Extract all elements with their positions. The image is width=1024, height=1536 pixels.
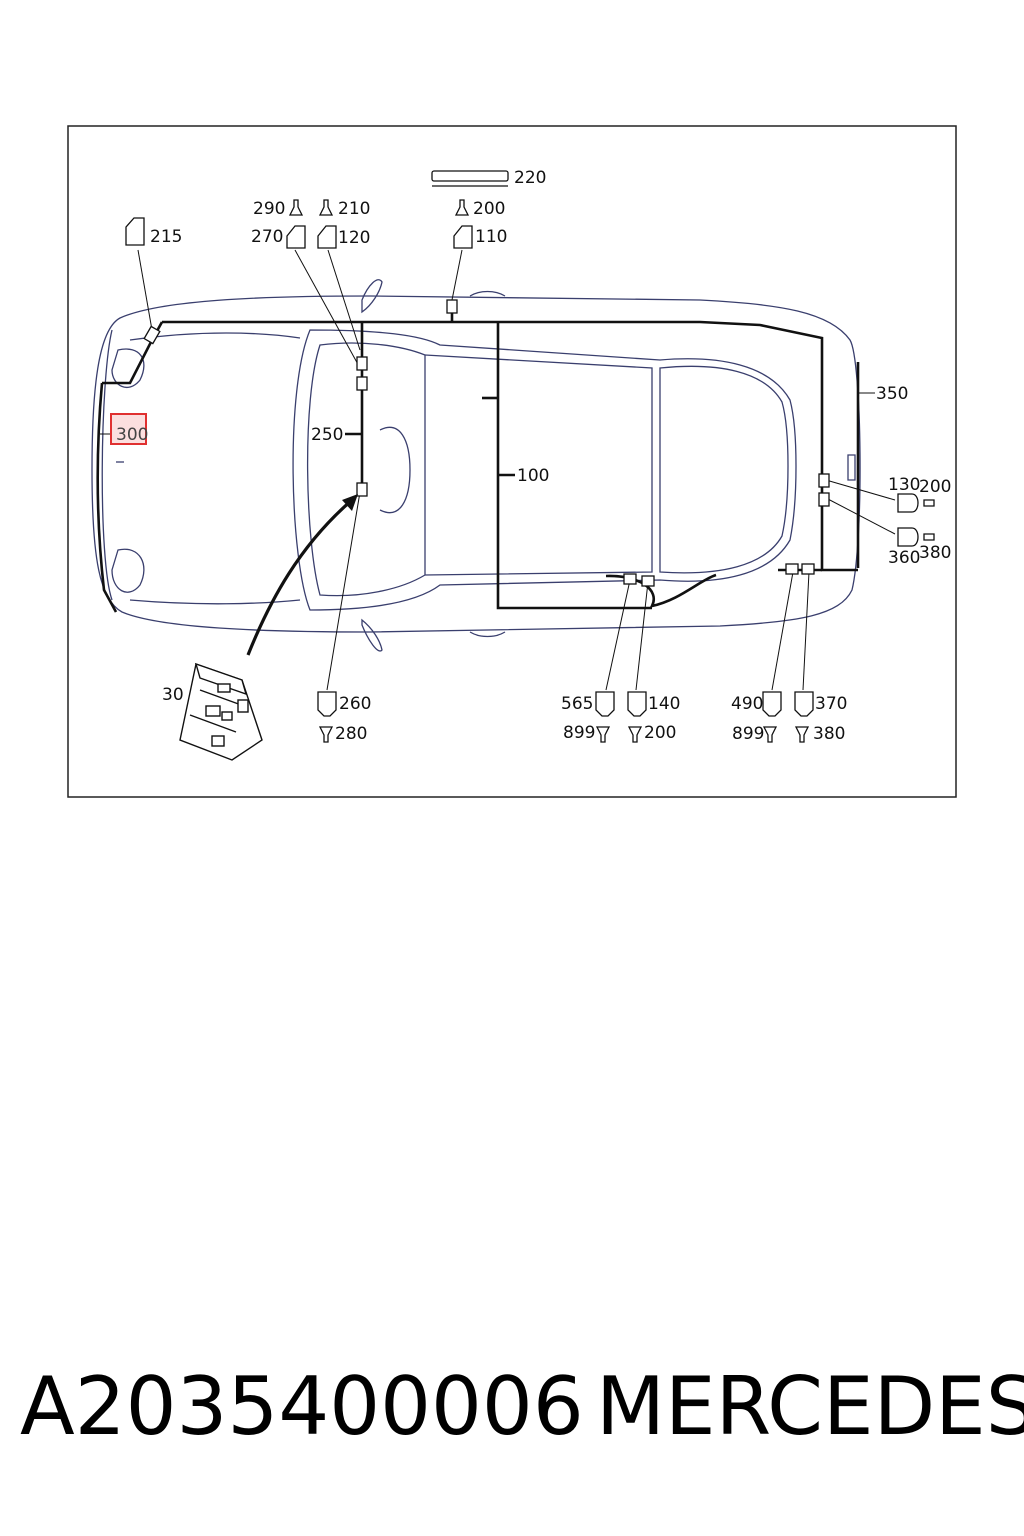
label-290: 290	[253, 199, 285, 219]
label-899-a: 899	[563, 723, 595, 743]
label-220: 220	[514, 168, 546, 188]
module-arrow	[246, 498, 354, 656]
label-350: 350	[876, 384, 908, 404]
brand-name: MERCEDES	[596, 1360, 1024, 1453]
label-200-bottom: 200	[644, 723, 676, 743]
label-380-bottom: 380	[813, 724, 845, 744]
callout-labels: 215 220 290 270 210 120 200 110 250 300 …	[116, 168, 951, 744]
label-490: 490	[731, 694, 763, 714]
label-200-top: 200	[473, 199, 505, 219]
label-215: 215	[150, 227, 182, 247]
label-110: 110	[475, 227, 507, 247]
label-380-right: 380	[919, 543, 951, 563]
connector-icons	[125, 170, 935, 743]
label-200-right: 200	[919, 477, 951, 497]
label-370: 370	[815, 694, 847, 714]
label-130: 130	[888, 475, 920, 495]
harness-connectors	[143, 299, 830, 587]
label-30: 30	[162, 685, 184, 705]
label-100: 100	[517, 466, 549, 486]
label-270: 270	[251, 227, 283, 247]
label-565: 565	[561, 694, 593, 714]
label-140: 140	[648, 694, 680, 714]
label-360: 360	[888, 548, 920, 568]
diagram-frame	[67, 125, 957, 798]
label-300: 300	[116, 425, 148, 445]
control-module-30	[179, 662, 263, 761]
label-899-b: 899	[732, 724, 764, 744]
harness-wires	[96, 300, 860, 613]
highlight-box-300	[110, 413, 147, 445]
label-260: 260	[339, 694, 371, 714]
car-outline	[91, 279, 861, 652]
leader-lines	[100, 249, 896, 691]
arrow-head-icon	[342, 494, 358, 511]
label-120: 120	[338, 228, 370, 248]
label-210: 210	[338, 199, 370, 219]
label-250: 250	[311, 425, 343, 445]
label-280: 280	[335, 724, 367, 744]
wiring-harness-diagram: 215 220 290 270 210 120 200 110 250 300 …	[67, 125, 957, 798]
part-caption: A2035400006 MERCEDES	[0, 1360, 1024, 1480]
part-number: A2035400006	[20, 1360, 584, 1453]
